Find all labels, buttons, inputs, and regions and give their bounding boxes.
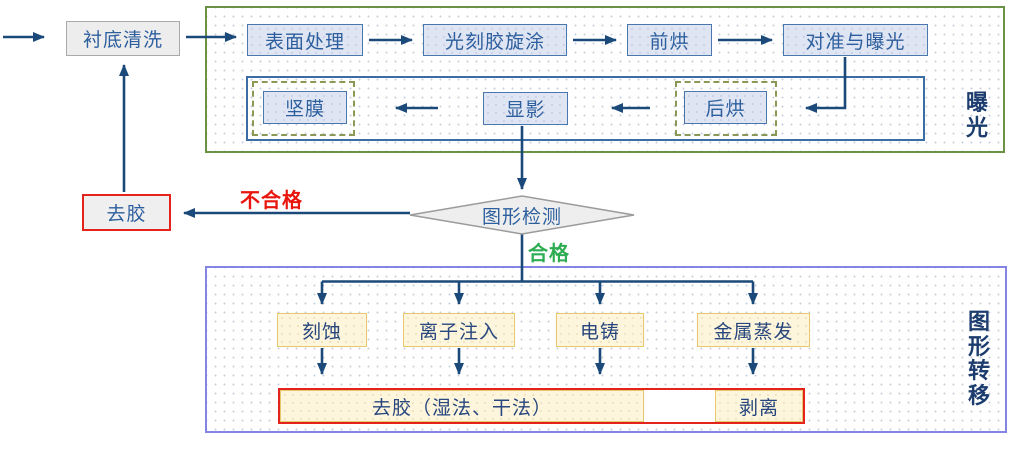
node-development: 显影	[483, 92, 568, 125]
node-metal-evaporation: 金属蒸发	[697, 313, 810, 347]
pattern-transfer-group-label: 图形转移	[967, 310, 990, 409]
node-ion-implantation: 离子注入	[403, 313, 515, 347]
node-pattern-inspection: 图形检测	[481, 205, 562, 228]
post-bake-dashed-frame	[675, 81, 777, 136]
hard-bake-dashed-frame	[252, 81, 355, 136]
exposure-group-label: 曝光	[965, 91, 988, 141]
node-etching: 刻蚀	[277, 313, 367, 347]
node-photoresist-spin-coating: 光刻胶旋涂	[423, 24, 567, 56]
node-substrate-cleaning: 衬底清洗	[66, 21, 180, 56]
node-hard-bake: 坚膜	[263, 91, 347, 124]
node-electroforming: 电铸	[556, 313, 644, 347]
second-row-container	[246, 76, 925, 141]
strip-liftoff-gap	[644, 390, 715, 422]
strip-liftoff-bar: 去胶（湿法、干法） 剥离	[278, 388, 805, 424]
node-lift-off: 剥离	[715, 390, 803, 422]
node-strip-wet-dry: 去胶（湿法、干法）	[280, 390, 644, 422]
node-alignment-exposure: 对准与曝光	[783, 24, 928, 56]
pass-label: 合格	[528, 241, 570, 265]
node-pre-bake: 前烘	[627, 24, 712, 56]
node-surface-treatment: 表面处理	[247, 24, 363, 56]
node-strip-resist: 去胶	[82, 194, 171, 231]
node-post-bake: 后烘	[684, 91, 767, 124]
fail-label: 不合格	[240, 188, 303, 212]
